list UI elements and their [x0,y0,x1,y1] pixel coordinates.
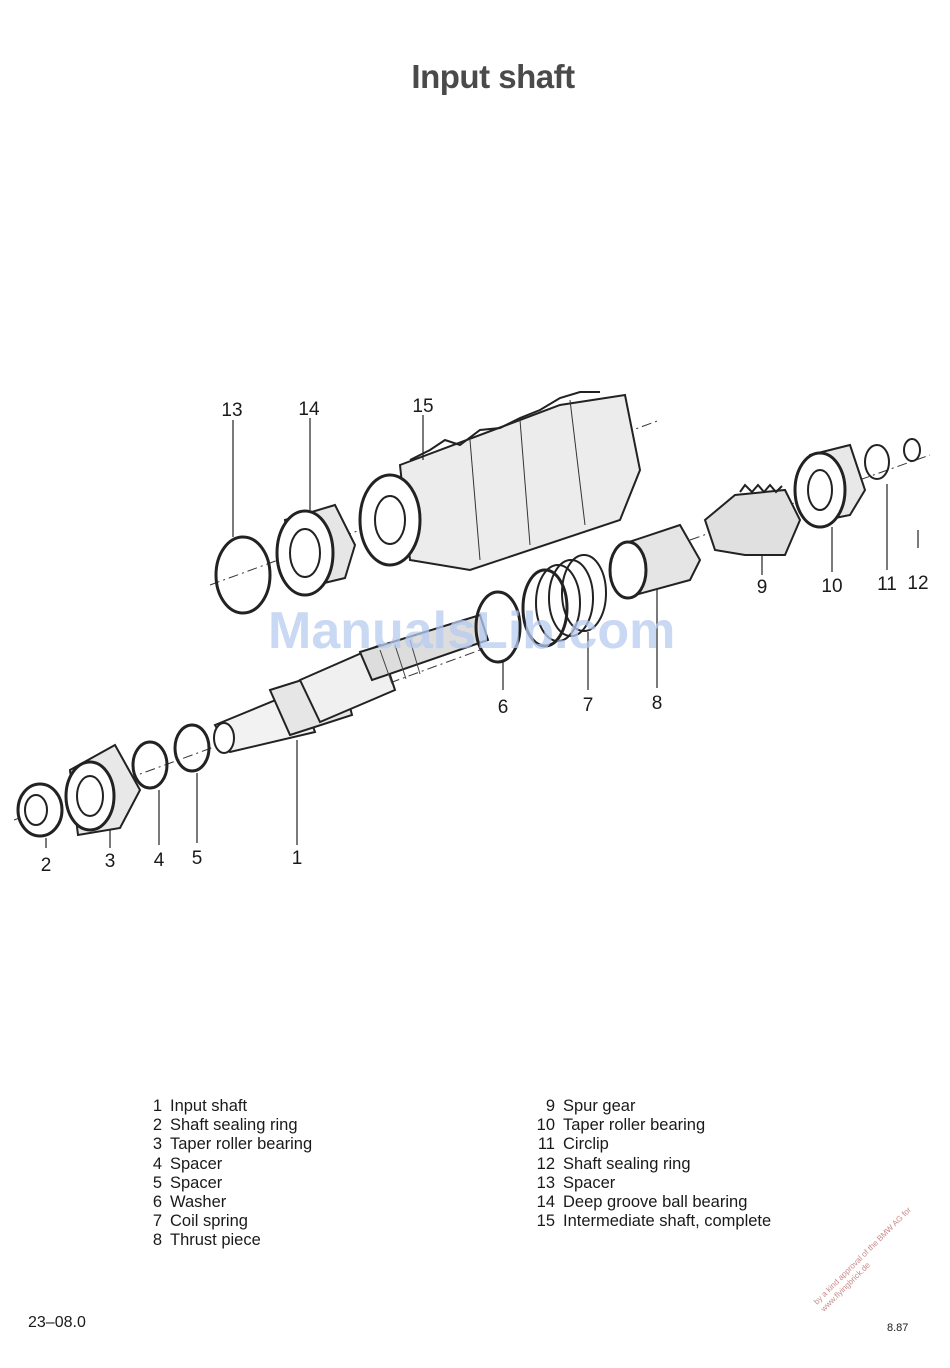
watermark: ManualsLib.com [268,602,676,660]
spacer-4-part [131,740,169,790]
taper-roller-bearing-10-part [793,443,867,529]
callout-3: 3 [105,851,116,872]
callout-14: 14 [298,399,320,420]
callout-9: 9 [757,577,768,598]
callout-1: 1 [292,848,303,869]
callout-5: 5 [192,848,203,869]
page-code: 23–08.0 [28,1314,86,1331]
page-title: Input shaft [411,58,575,95]
callout-2: 2 [41,855,52,876]
callout-8: 8 [652,693,663,714]
shaft-sealing-ring-12-part [903,438,921,462]
input-shaft-part [213,613,490,754]
thrust-piece-part [608,523,702,600]
coil-spring-part [521,554,607,648]
leader-lines [45,415,919,848]
date-code: 8.87 [887,1322,909,1334]
callout-6: 6 [498,697,509,718]
intermediate-shaft-part [358,391,642,572]
spur-gear-part [703,483,802,556]
spacer-5-part [173,723,211,773]
callout-4: 4 [154,850,165,871]
circlip-part [864,444,890,480]
callout-15: 15 [412,396,433,417]
callout-12: 12 [907,573,928,594]
shaft-sealing-ring-part [16,782,64,838]
callout-11: 11 [877,574,897,595]
deep-groove-ball-bearing-part [275,503,357,597]
callout-7: 7 [583,695,594,716]
callout-13: 13 [221,400,242,421]
washer-part [474,590,522,664]
callout-10: 10 [821,576,842,597]
taper-roller-bearing-part [64,743,142,837]
spacer-13-part [214,535,272,615]
